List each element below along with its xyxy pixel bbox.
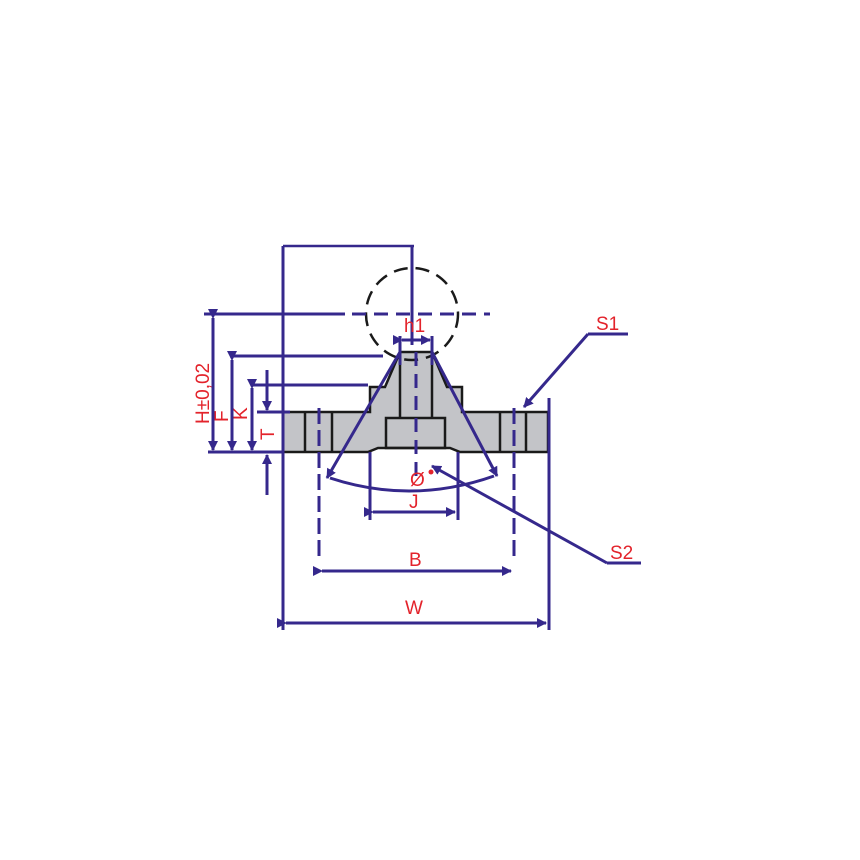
centerlines	[204, 245, 516, 562]
leader-S2: S2	[431, 464, 641, 565]
dimension-h1: h1	[393, 316, 434, 365]
dimension-W: W	[277, 398, 551, 630]
label-diameter: Ø	[410, 470, 425, 491]
label-T: T	[258, 428, 279, 440]
dimension-B: B	[313, 550, 512, 576]
label-h1: h1	[404, 316, 425, 337]
label-J: J	[409, 492, 419, 513]
label-B: B	[409, 550, 422, 571]
taper-angle	[325, 351, 499, 493]
label-S1: S1	[596, 314, 619, 335]
label-H: H±0,02	[193, 363, 214, 424]
diameter-dot	[428, 469, 434, 475]
leader-S1: S1	[522, 314, 628, 408]
dimension-J: J	[364, 452, 460, 520]
label-F: F	[212, 410, 233, 422]
top-dimension	[281, 244, 414, 630]
label-W: W	[405, 598, 423, 619]
label-K: K	[231, 407, 252, 420]
vertical-dimensions: H±0,02 F K T	[193, 309, 383, 495]
label-S2: S2	[610, 543, 633, 564]
